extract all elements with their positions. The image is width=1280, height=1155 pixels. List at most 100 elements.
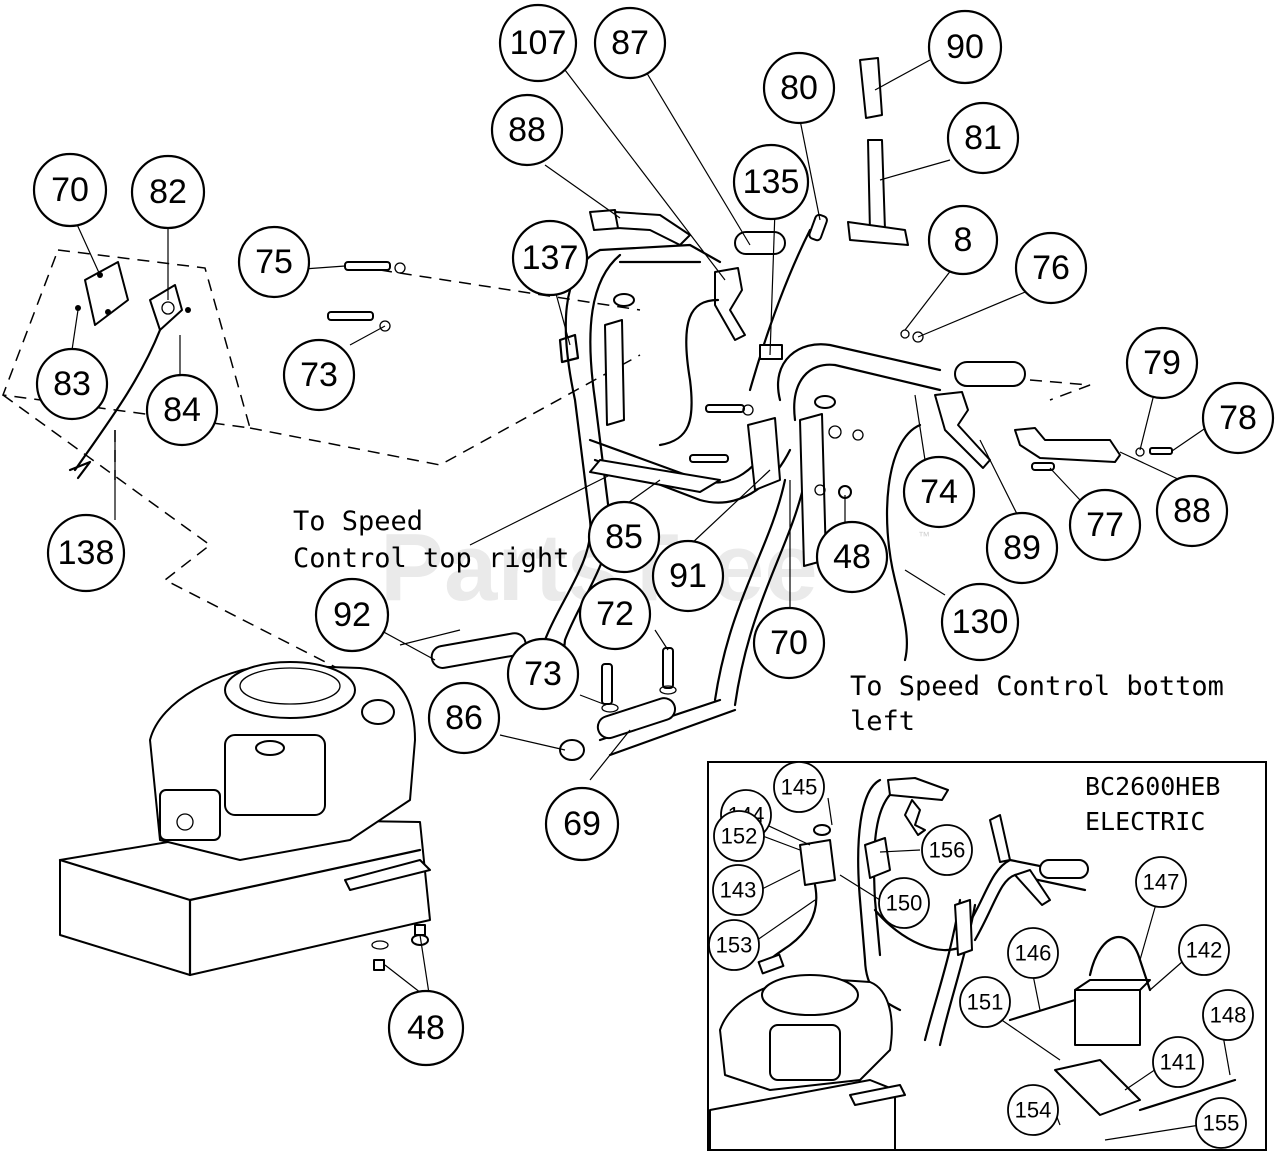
speed-control-bracket [68, 261, 191, 480]
callout-130: 130 [940, 582, 1020, 662]
callout-156: 156 [921, 824, 973, 876]
svg-text:48: 48 [833, 538, 871, 576]
callout-73-top: 73 [282, 338, 356, 412]
svg-text:91: 91 [669, 557, 707, 595]
svg-text:84: 84 [163, 391, 201, 429]
callout-70-left: 70 [32, 152, 108, 228]
svg-text:72: 72 [596, 595, 634, 633]
callout-90: 90 [927, 9, 1003, 85]
callout-89: 89 [985, 511, 1059, 585]
callout-85: 85 [587, 500, 661, 574]
svg-text:80: 80 [780, 69, 818, 107]
callout-86: 86 [427, 681, 501, 755]
callout-91: 91 [651, 539, 725, 613]
svg-text:73: 73 [524, 655, 562, 693]
svg-text:143: 143 [720, 878, 757, 903]
svg-text:130: 130 [952, 603, 1009, 641]
svg-text:150: 150 [886, 891, 923, 916]
engine-deck [58, 661, 431, 977]
svg-text:69: 69 [563, 805, 601, 843]
svg-text:8: 8 [954, 221, 973, 259]
svg-text:To Speed Control bottom: To Speed Control bottom [850, 671, 1224, 702]
leader-lines [71, 59, 1211, 1001]
callout-137: 137 [511, 219, 589, 297]
callout-148: 148 [1202, 989, 1254, 1041]
callout-75: 75 [237, 225, 311, 299]
callout-107: 107 [498, 3, 578, 83]
svg-text:81: 81 [964, 119, 1002, 157]
callouts: 107 87 90 80 88 81 135 70 82 137 8 76 75… [32, 3, 1275, 1067]
bolts-75-73 [327, 261, 406, 332]
callout-141: 141 [1152, 1036, 1204, 1088]
grips [430, 57, 1121, 761]
svg-text:92: 92 [333, 596, 371, 634]
callout-151: 151 [959, 976, 1011, 1028]
svg-text:To Speed: To Speed [293, 506, 423, 537]
svg-text:135: 135 [743, 163, 800, 201]
callout-78: 78 [1201, 381, 1275, 455]
svg-text:70: 70 [51, 171, 89, 209]
svg-text:155: 155 [1203, 1111, 1240, 1136]
svg-text:82: 82 [149, 173, 187, 211]
svg-text:79: 79 [1143, 344, 1181, 382]
callout-143: 143 [712, 864, 764, 916]
svg-text:146: 146 [1015, 941, 1052, 966]
svg-text:90: 90 [946, 28, 984, 66]
svg-text:70: 70 [770, 624, 808, 662]
svg-text:145: 145 [781, 775, 818, 800]
callout-73-mid: 73 [506, 637, 580, 711]
callout-88-top: 88 [490, 93, 564, 167]
svg-text:73: 73 [300, 356, 338, 394]
inset-artwork [709, 777, 1237, 1151]
callout-138: 138 [46, 513, 126, 593]
svg-text:48: 48 [407, 1009, 445, 1047]
handle-frame [538, 243, 942, 757]
svg-text:76: 76 [1032, 249, 1070, 287]
svg-text:142: 142 [1186, 938, 1223, 963]
callout-154: 154 [1007, 1084, 1059, 1136]
watermark-tm: ™ [918, 529, 930, 543]
callout-92: 92 [314, 577, 390, 653]
svg-text:86: 86 [445, 699, 483, 737]
svg-text:154: 154 [1015, 1098, 1052, 1123]
svg-text:156: 156 [929, 838, 966, 863]
svg-text:85: 85 [605, 518, 643, 556]
levers-cables [558, 213, 1173, 713]
callout-82: 82 [130, 154, 206, 230]
callout-147: 147 [1135, 856, 1187, 908]
callout-77: 77 [1068, 488, 1142, 562]
callout-88-right: 88 [1155, 474, 1229, 548]
callout-74: 74 [902, 455, 976, 529]
callout-152: 152 [713, 810, 765, 862]
svg-text:152: 152 [721, 824, 758, 849]
inset-subtitle: ELECTRIC [1085, 807, 1205, 836]
svg-text:89: 89 [1003, 529, 1041, 567]
svg-text:83: 83 [53, 365, 91, 403]
svg-text:88: 88 [1173, 492, 1211, 530]
svg-text:78: 78 [1219, 399, 1257, 437]
svg-text:88: 88 [508, 111, 546, 149]
callout-79: 79 [1125, 326, 1199, 400]
speed-control-note-top: To Speed Control top right [293, 506, 569, 574]
callout-72: 72 [578, 577, 652, 651]
svg-text:147: 147 [1143, 870, 1180, 895]
callout-48-bottom: 48 [387, 989, 465, 1067]
svg-text:141: 141 [1160, 1050, 1197, 1075]
electric-inset: BC2600HEB ELECTRIC [707, 761, 1267, 1151]
callout-135: 135 [732, 143, 810, 221]
callout-84: 84 [145, 373, 219, 447]
callout-81: 81 [946, 101, 1020, 175]
callout-83: 83 [35, 347, 109, 421]
callout-69: 69 [544, 786, 620, 862]
callout-155: 155 [1195, 1097, 1247, 1149]
callout-145: 145 [773, 761, 825, 813]
svg-text:87: 87 [611, 24, 649, 62]
callout-80: 80 [762, 51, 836, 125]
callout-8: 8 [927, 204, 999, 276]
callout-142: 142 [1178, 924, 1230, 976]
inset-title: BC2600HEB [1085, 772, 1220, 801]
svg-text:148: 148 [1210, 1003, 1247, 1028]
svg-text:77: 77 [1086, 506, 1124, 544]
callout-76: 76 [1014, 231, 1088, 305]
